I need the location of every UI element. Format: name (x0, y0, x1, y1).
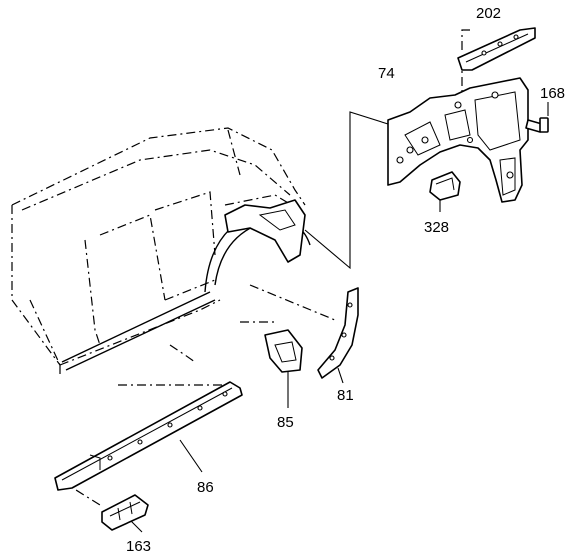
callout-labels: 202 74 168 328 81 85 86 163 (126, 5, 565, 554)
part-163-clip (101, 494, 149, 531)
vehicle-body-outline (11, 127, 311, 375)
callout-81: 81 (337, 387, 354, 404)
callout-168: 168 (540, 85, 565, 102)
callout-202: 202 (476, 5, 501, 22)
part-86-rocker-sill (54, 381, 243, 491)
callout-74: 74 (378, 65, 395, 82)
callout-86: 86 (197, 479, 214, 496)
part-202-reinforcement (457, 27, 536, 71)
callout-85: 85 (277, 414, 294, 431)
callout-328: 328 (424, 219, 449, 236)
part-328-bracket (429, 171, 461, 201)
part-85-corner-bracket (264, 329, 303, 373)
part-168-bolt (525, 117, 549, 133)
part-81-arch-strip (317, 287, 359, 379)
callout-163: 163 (126, 538, 151, 554)
part-74-inner-panel (387, 77, 529, 203)
